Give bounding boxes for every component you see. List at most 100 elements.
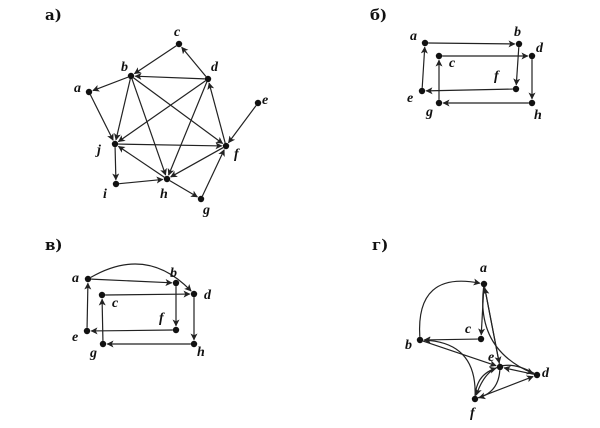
- panel-a-node-e: [254, 99, 262, 107]
- panel-c-node-d: [190, 290, 198, 298]
- panel-label-d: г): [372, 236, 388, 254]
- panel-a-node-label-d: d: [211, 60, 219, 75]
- panel-b-edges: [420, 40, 536, 107]
- panel-c-node-g: [99, 340, 107, 348]
- panel-a-node-d: [204, 75, 212, 83]
- panel-d-node-c: [477, 335, 485, 343]
- panel-d-node-f: [471, 395, 479, 403]
- panel-c-node-label-e: e: [72, 330, 78, 345]
- panel-b-node-d: [528, 52, 536, 60]
- panel-d-node-label-b: b: [405, 338, 412, 353]
- panel-a-node-label-h: h: [160, 187, 168, 202]
- panel-c-edge-g-c: [98, 298, 106, 341]
- panel-c-edge-c-d: [105, 290, 191, 298]
- panel-d-edge-d-f: [475, 364, 535, 396]
- panel-label-c: в): [45, 236, 63, 254]
- panel-b-node-label-c: c: [449, 56, 456, 71]
- panel-b-node-label-e: e: [407, 91, 413, 106]
- panel-a-edge-f-h: [170, 147, 224, 178]
- panel-c-node-h: [190, 340, 198, 348]
- panel-a-edge-b-f: [133, 77, 224, 144]
- panel-d-node-a: [480, 280, 488, 288]
- panel-b-edge-b-f: [513, 47, 521, 86]
- panel-a-node-label-a: a: [74, 81, 81, 96]
- panel-d-edge-f-d: [477, 375, 534, 399]
- panel-b-nodes: a b c d f eg h: [407, 25, 544, 123]
- panel-a-edge-b-h: [131, 78, 167, 176]
- panel-a-node-f: [222, 142, 230, 150]
- panel-a-node-h: [163, 175, 171, 183]
- panel-c-edge-a-b: [91, 278, 173, 287]
- panel-c-edge-a-d: [90, 263, 192, 292]
- panel-d-node-label-e: e: [488, 350, 494, 365]
- panel-b-edge-e-a: [420, 46, 428, 88]
- panel-b-node-label-h: h: [534, 108, 542, 123]
- panel-d-edge-b-e: [422, 340, 497, 367]
- panel-a-edge-j-f: [118, 142, 223, 150]
- panel-a-edge-i-h: [119, 176, 164, 185]
- panel-d-node-label-c: c: [465, 322, 472, 337]
- panel-a-node-g: [197, 195, 205, 203]
- panel-a-edge-d-j: [117, 80, 206, 143]
- panel-c-node-label-b: b: [170, 266, 177, 281]
- panel-b-node-label-g: g: [425, 105, 433, 120]
- panel-a-node-b: [127, 72, 135, 80]
- panel-d-node-b: [416, 336, 424, 344]
- panel-c-node-b: [172, 279, 180, 287]
- panel-b-node-label-d: d: [536, 41, 544, 56]
- panel-a-node-j: [111, 140, 119, 148]
- panel-a-edge-d-h: [167, 81, 208, 176]
- panel-b-node-g: [435, 99, 443, 107]
- panel-d-node-e: [496, 363, 504, 371]
- panel-a-node-c: [175, 40, 183, 48]
- panel-a-node-i: [112, 180, 120, 188]
- panel-a-node-label-i: i: [103, 187, 107, 202]
- panel-c-node-label-a: a: [72, 271, 79, 286]
- panel-a-node-a: [85, 88, 93, 96]
- panel-a-edge-h-g: [169, 180, 198, 198]
- panel-d-edge-b-a: [419, 278, 481, 337]
- panel-d-edge-c-b: [423, 336, 478, 344]
- panel-d-edges: [419, 278, 535, 400]
- panel-a-node-label-j: j: [95, 143, 101, 158]
- panel-b-node-label-a: a: [410, 29, 417, 44]
- panel-c-node-label-h: h: [197, 345, 205, 360]
- panel-b-node-label-f: f: [494, 69, 500, 84]
- panel-a-edges: [89, 45, 257, 198]
- panel-b-node-c: [435, 52, 443, 60]
- panel-d-node-label-f: f: [470, 406, 476, 421]
- panel-b-node-f: [512, 85, 520, 93]
- panel-a-edge-g-f: [201, 149, 225, 197]
- panel-d-node-label-a: a: [480, 261, 487, 276]
- panel-c-node-c: [98, 291, 106, 299]
- panel-label-b: б): [370, 6, 387, 24]
- panel-c-edge-f-e: [90, 327, 173, 335]
- panel-d-edge-e-a: [482, 287, 500, 364]
- panel-c-node-label-c: c: [112, 296, 119, 311]
- panel-c-edge-e-a: [84, 282, 92, 328]
- panel-c-node-a: [84, 275, 92, 283]
- panel-a-edge-d-b: [134, 72, 205, 80]
- panel-b-node-label-b: b: [514, 25, 521, 40]
- panel-b-node-e: [418, 87, 426, 95]
- panel-b-edge-a-b: [428, 40, 516, 48]
- panel-a-node-label-f: f: [234, 147, 240, 162]
- panel-d-edge-d-e: [503, 365, 534, 375]
- panel-a-edge-d-c: [181, 46, 207, 77]
- panel-d-node-d: [533, 371, 541, 379]
- panel-c-node-e: [83, 327, 91, 335]
- panel-a-node-label-b: b: [121, 60, 128, 75]
- panel-c-node-f: [172, 326, 180, 334]
- panel-a-node-label-g: g: [202, 203, 210, 218]
- panel-a-node-label-e: e: [262, 93, 268, 108]
- panel-b-node-a: [421, 39, 429, 47]
- panel-a-edge-a-j: [89, 94, 114, 141]
- panel-c-edges: [84, 263, 198, 348]
